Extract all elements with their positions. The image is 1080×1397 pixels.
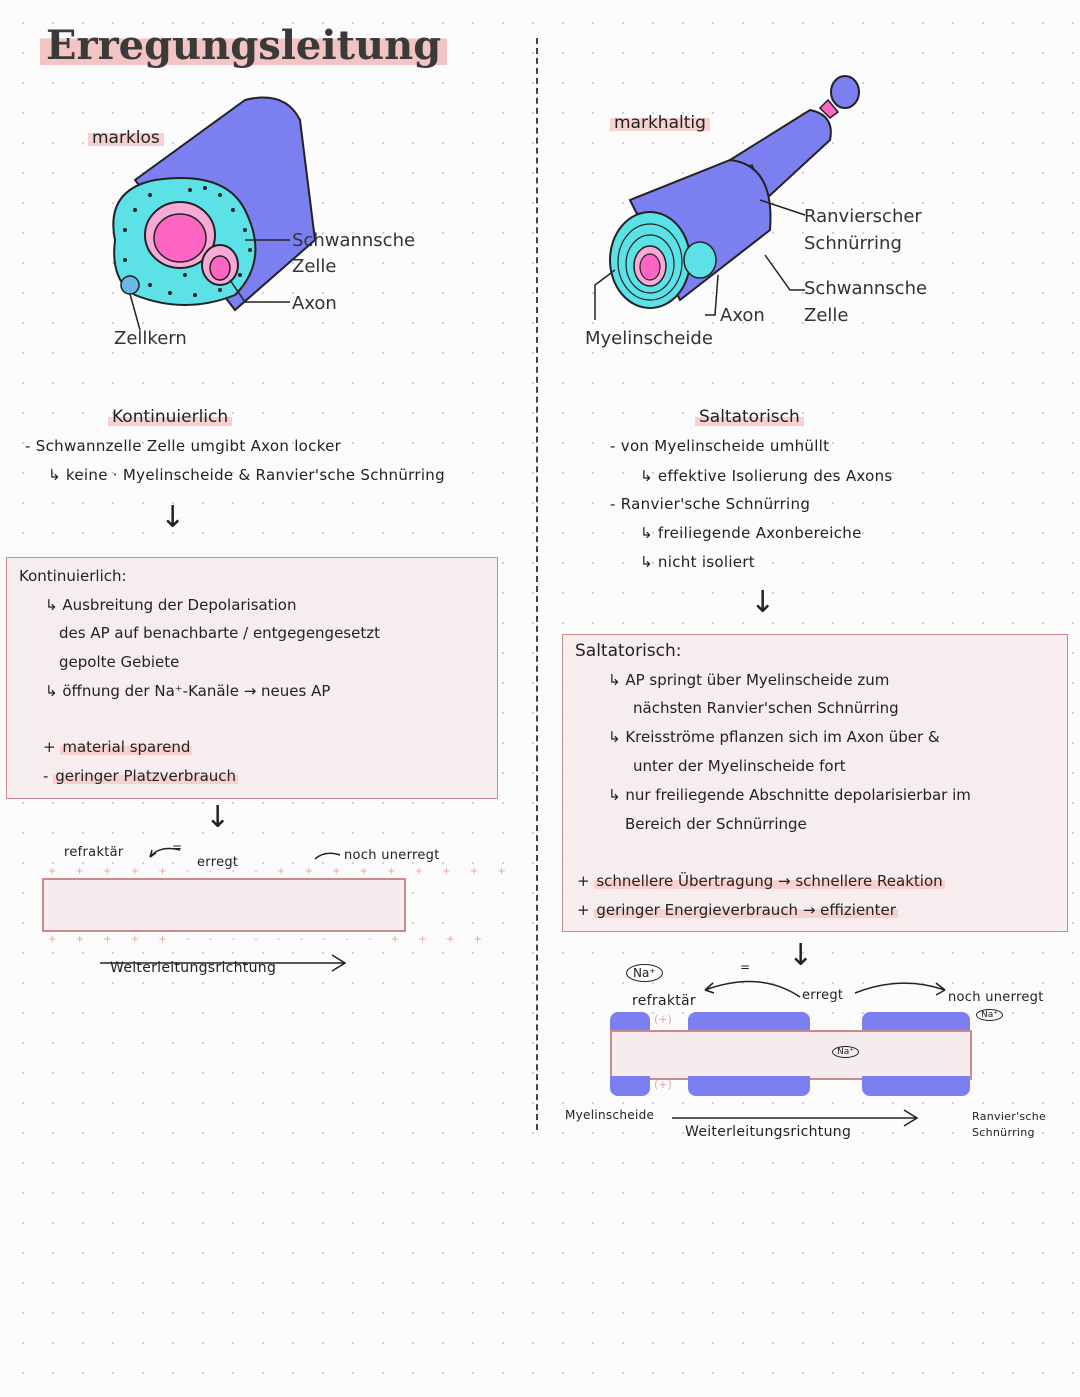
box-line: ↳ nur freiliegende Abschnitte depolarisi… (608, 786, 971, 804)
label-schnuerring: Schnürring (972, 1126, 1035, 1139)
label-myelinscheide: Myelinscheide (585, 328, 713, 349)
box-line: Bereich der Schnürringe (625, 815, 807, 833)
label-axon: Axon (720, 305, 765, 326)
page-title: Erregungsleitung (40, 22, 448, 69)
box-line: ↳ Kreisströme pflanzen sich im Axon über… (608, 728, 940, 746)
label-schwannsche: Schwannsche (804, 278, 928, 299)
right-note: ↳ effektive Isolierung des Axons (640, 467, 893, 485)
sodium-ion-badge: Na⁺ (832, 1046, 859, 1058)
left-note-2: ↳ keine · Myelinscheide & Ranvier'sche S… (48, 466, 445, 484)
axon-membrane-bar (42, 878, 406, 932)
tag-marklos: marklos (88, 128, 164, 148)
label-weiterleitungsrichtung: Weiterleitungsrichtung (685, 1124, 852, 1140)
myelin-segment (610, 1012, 650, 1034)
label-weiterleitungsrichtung: Weiterleitungsrichtung (110, 960, 277, 976)
down-arrow-icon: ↓ (160, 500, 186, 535)
direction-arrow-icon (100, 954, 347, 972)
axon-membrane-bar (610, 1030, 972, 1080)
box-line: ↳ Ausbreitung der Depolarisation (45, 596, 297, 614)
label-zelle: Zelle (292, 256, 337, 277)
box-heading: Saltatorisch: (575, 641, 682, 661)
subtitle-kontinuierlich: Kontinuierlich (108, 407, 233, 427)
direction-arrow-icon (672, 1109, 919, 1127)
charge-label: (+) (654, 1078, 672, 1091)
label-schnuerring: Schnürring (804, 233, 902, 254)
label-refraktaer: refraktär (632, 993, 696, 1009)
charge-row-bottom: + + + + + - - - - - - - - - + + + + (48, 934, 490, 945)
myelin-segment (862, 1076, 970, 1096)
box-line: des AP auf benachbarte / entgegengesetzt (59, 624, 380, 642)
label-erregt: erregt (802, 988, 844, 1003)
label-ranviersche: Ranvier'sche (972, 1110, 1047, 1123)
right-note: - Ranvier'sche Schnürring (610, 495, 811, 513)
myelin-segment (688, 1012, 810, 1034)
box-line: ↳ AP springt über Myelinscheide zum (608, 671, 890, 689)
kontinuierlich-box: Kontinuierlich: ↳ Ausbreitung der Depola… (6, 557, 498, 799)
label-myelinscheide: Myelinscheide (565, 1108, 655, 1122)
myelin-segment (862, 1012, 970, 1034)
left-note-1: - Schwannzelle Zelle umgibt Axon locker (25, 437, 342, 455)
box-line: gepolte Gebiete (59, 653, 180, 671)
subtitle-saltatorisch: Saltatorisch (695, 407, 804, 427)
box-line: unter der Myelinscheide fort (633, 757, 846, 775)
right-arrows (704, 980, 946, 998)
label-zellkern: Zellkern (114, 328, 187, 349)
right-note: ↳ nicht isoliert (640, 553, 755, 571)
box-heading: Kontinuierlich: (19, 567, 127, 585)
label-equals: = (172, 840, 183, 854)
down-arrow-icon: ↓ (788, 938, 814, 973)
sodium-ion-badge: Na⁺ (626, 964, 663, 982)
myelin-segment (610, 1076, 650, 1096)
charge-row-top: + + + + + - - - - + + + + + + + + + (48, 866, 514, 877)
down-arrow-icon: ↓ (750, 585, 776, 620)
box-line: ↳ öffnung der Na⁺-Kanäle → neues AP (45, 682, 331, 700)
pro-item: + geringer Energieverbrauch → effiziente… (577, 901, 898, 919)
box-line: nächsten Ranvier'schen Schnürring (633, 699, 899, 717)
right-note: ↳ freiliegende Axonbereiche (640, 524, 862, 542)
label-schwannsche: Schwannsche (292, 230, 416, 251)
label-axon: Axon (292, 293, 337, 314)
pro-item: - geringer Platzverbrauch (43, 767, 239, 785)
saltatorisch-box: Saltatorisch: ↳ AP springt über Myelinsc… (562, 634, 1068, 932)
markhaltig-axon-diagram (594, 75, 860, 320)
charge-label: (+) (654, 1013, 672, 1026)
left-arrows (149, 847, 341, 860)
label-erregt: erregt (197, 855, 239, 870)
sodium-ion-badge: Na⁺ (976, 1009, 1003, 1021)
tag-markhaltig: markhaltig (610, 113, 710, 133)
label-refraktaer: refraktär (64, 845, 124, 860)
marklos-axon-diagram (112, 96, 317, 331)
pro-item: + schnellere Übertragung → schnellere Re… (577, 872, 945, 890)
pro-item: + material sparend (43, 738, 193, 756)
label-equals: = (740, 960, 751, 974)
column-divider (536, 38, 538, 1130)
right-note: - von Myelinscheide umhüllt (610, 437, 830, 455)
label-zelle: Zelle (804, 305, 849, 326)
label-ranvierscher: Ranvierscher (804, 206, 922, 227)
down-arrow-icon: ↓ (205, 800, 231, 835)
label-noch-unerregt: noch unerregt (344, 848, 440, 863)
myelin-segment (688, 1076, 810, 1096)
label-noch-unerregt: noch unerregt (948, 990, 1044, 1005)
